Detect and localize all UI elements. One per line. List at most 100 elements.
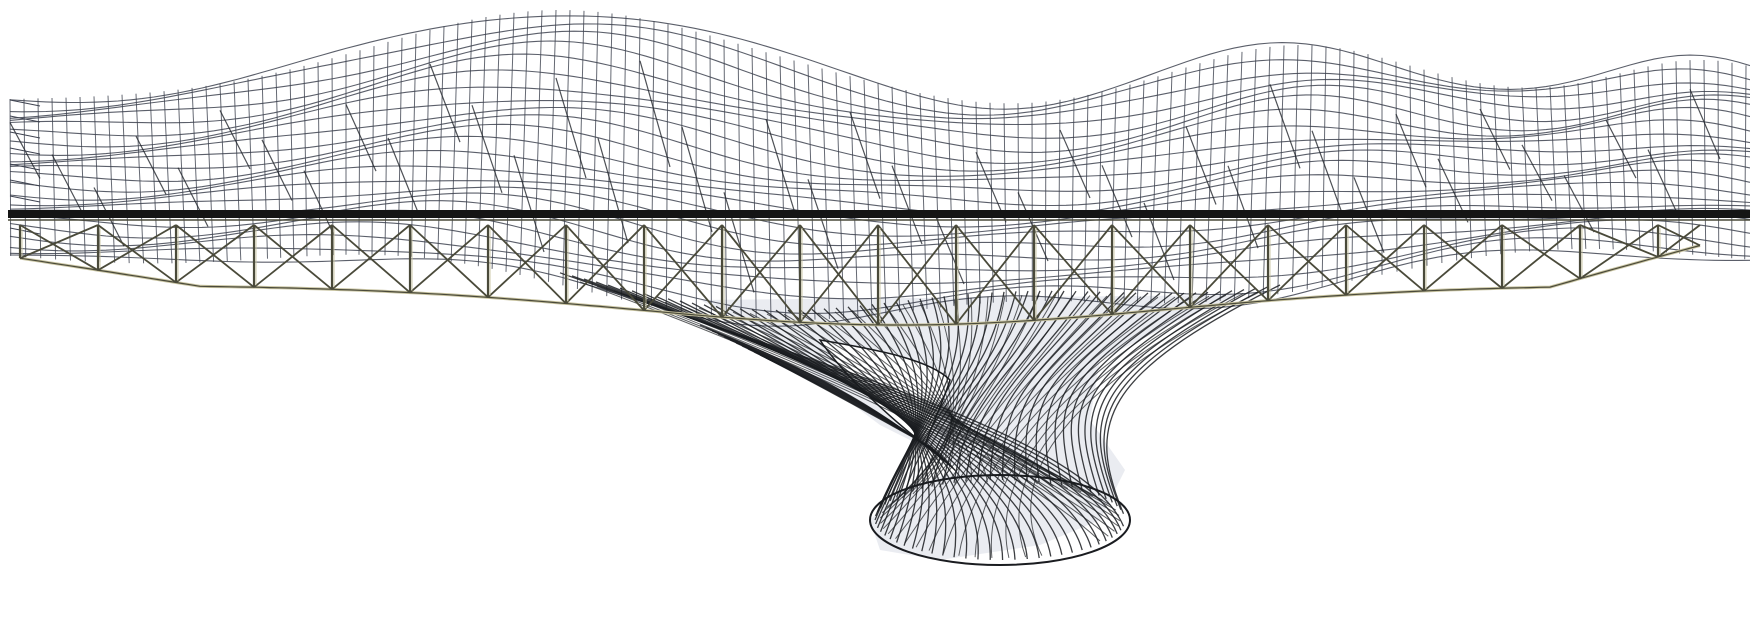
canopy-brace xyxy=(639,60,671,168)
canopy-row-line xyxy=(9,40,1750,126)
truss-diagonal xyxy=(1579,224,1659,280)
support-cross-strand xyxy=(664,301,1120,516)
canopy-column-line xyxy=(1248,48,1257,299)
canopy-column-line xyxy=(548,9,557,282)
deck-beam xyxy=(8,210,1750,221)
canopy-column-line xyxy=(863,79,873,316)
canopy-column-line xyxy=(680,27,683,312)
truss-diagonal xyxy=(1657,224,1701,258)
support-cross-strand xyxy=(958,296,1176,556)
canopy-column-line xyxy=(737,43,742,319)
canopy-column-line xyxy=(1549,86,1559,250)
canopy-column-line xyxy=(261,75,268,259)
canopy-column-line xyxy=(135,93,145,264)
canopy-column-line xyxy=(505,12,515,272)
support-cross-strand xyxy=(579,281,1101,542)
canopy-edge-stub xyxy=(9,99,41,107)
canopy-row-line xyxy=(9,23,1750,116)
canopy-column-line xyxy=(519,11,529,276)
truss-bottom-chord-edge xyxy=(19,244,1701,326)
support-cross-strand xyxy=(647,298,1121,522)
canopy-column-line xyxy=(961,100,968,305)
support-strand xyxy=(655,295,1074,553)
truss-diagonal xyxy=(1345,224,1425,296)
canopy-edge-stub xyxy=(9,195,41,203)
canopy-edge-stub xyxy=(9,115,41,123)
canopy-column-line xyxy=(1191,63,1201,303)
support-strand xyxy=(847,306,917,543)
canopy-brace xyxy=(51,154,83,213)
canopy-brace xyxy=(555,77,587,179)
canopy-column-line xyxy=(1675,61,1681,254)
canopy-column-line xyxy=(1292,44,1299,293)
canopy-brace xyxy=(849,112,881,199)
support-cross-strand xyxy=(928,296,1142,551)
canopy-column-line xyxy=(1605,76,1614,250)
canopy-column-line xyxy=(303,65,308,257)
canopy-row-line xyxy=(9,15,1750,110)
truss-diagonal xyxy=(877,224,957,326)
support-cross-strand xyxy=(904,295,1108,544)
support-cross-strand xyxy=(698,307,1111,506)
support-cross-strand xyxy=(990,295,1210,558)
canopy-column-line xyxy=(1744,65,1747,260)
support-strand xyxy=(1084,291,1221,496)
canopy-column-line xyxy=(331,58,334,256)
support-cross-strand xyxy=(880,294,1040,524)
canopy-column-line xyxy=(606,13,613,297)
truss-diagonal xyxy=(1423,224,1503,289)
canopy-column-line xyxy=(1409,65,1413,269)
truss-diagonal xyxy=(799,224,879,323)
canopy-column-line xyxy=(51,97,57,260)
canopy-brace xyxy=(1395,113,1427,188)
truss-diagonal xyxy=(1579,224,1659,258)
support-cross-strand xyxy=(879,295,1023,519)
support-cross-strand xyxy=(901,299,962,499)
canopy-column-line xyxy=(371,46,375,255)
support-strand xyxy=(1062,292,1185,488)
support-cross-strand xyxy=(912,300,955,495)
truss-diagonal xyxy=(331,224,411,290)
support-cross-strand xyxy=(1030,291,1261,556)
deck-truss xyxy=(18,224,1701,327)
support-strand xyxy=(1103,286,1269,511)
truss-diagonal xyxy=(1501,224,1581,289)
canopy-brace xyxy=(303,170,335,236)
truss-diagonal xyxy=(1501,224,1581,280)
canopy-column-line xyxy=(975,101,981,304)
support-cross-strand xyxy=(596,285,1109,537)
support-funnel-mesh xyxy=(559,272,1281,566)
canopy-brace xyxy=(1605,119,1637,179)
canopy-column-line xyxy=(1306,45,1313,290)
truss-diagonal xyxy=(19,224,99,271)
canopy-column-line xyxy=(219,83,228,262)
canopy-edge-stub xyxy=(9,179,41,187)
canopy-brace xyxy=(345,104,377,172)
support-cross-strand xyxy=(895,295,1091,540)
canopy-column-line xyxy=(1591,80,1601,250)
support-strand xyxy=(835,307,920,546)
canopy-column-line xyxy=(1507,86,1516,253)
truss-diagonal xyxy=(1033,224,1113,321)
canopy-column-line xyxy=(191,87,201,263)
support-cross-strand xyxy=(919,302,952,491)
support-strand xyxy=(1099,287,1257,507)
truss-diagonal xyxy=(955,224,1035,321)
canopy-column-line xyxy=(665,24,669,309)
canopy-column-line xyxy=(275,72,282,258)
support-cross-strand xyxy=(613,290,1115,532)
canopy-column-line xyxy=(358,50,361,255)
canopy-column-line xyxy=(650,20,655,306)
truss-diagonal xyxy=(175,224,255,288)
support-cross-strand xyxy=(886,296,989,508)
canopy-column-line xyxy=(1437,73,1443,264)
truss-diagonal xyxy=(1189,224,1269,308)
canopy-brace xyxy=(513,155,545,253)
truss-diagonal xyxy=(565,224,645,305)
truss-diagonal xyxy=(1033,224,1113,315)
support-strand xyxy=(823,308,924,549)
support-cross-strand xyxy=(1005,294,1227,559)
canopy-column-line xyxy=(1703,59,1707,256)
canopy-column-line xyxy=(1619,73,1628,250)
canopy-column-line xyxy=(1336,48,1341,284)
